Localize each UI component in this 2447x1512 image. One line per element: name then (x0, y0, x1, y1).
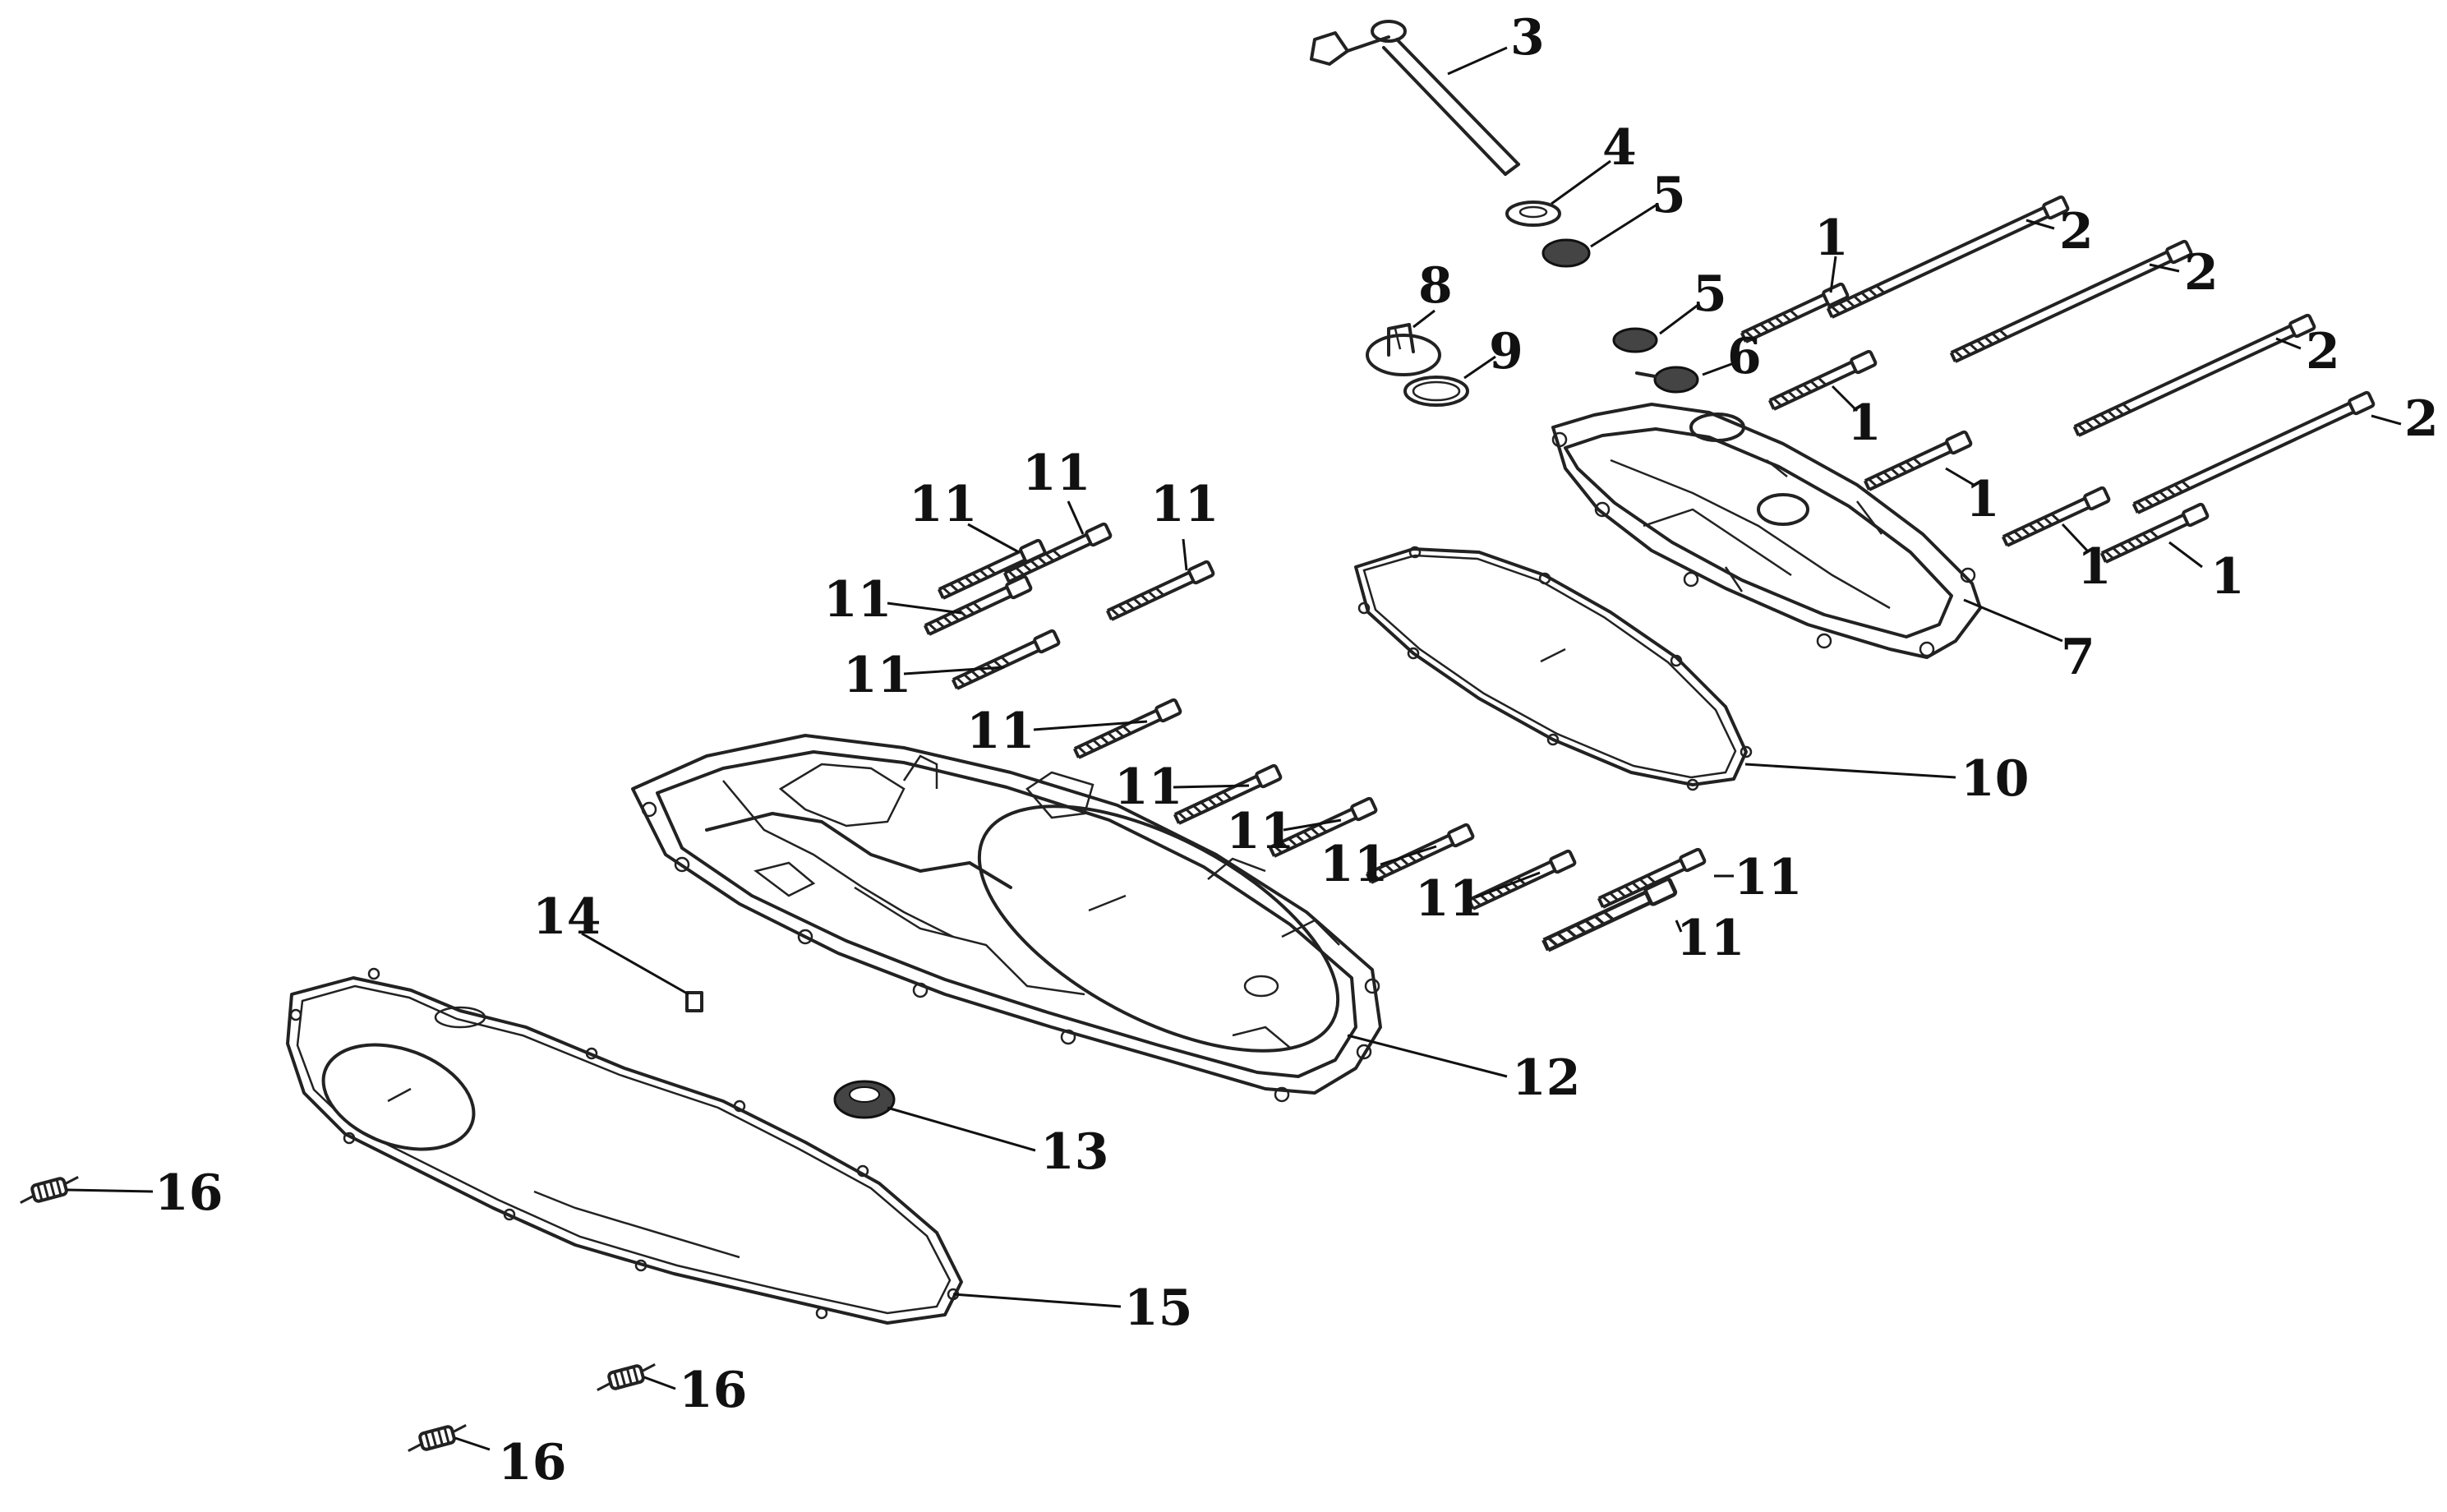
part-9-o-ring (1403, 376, 1469, 407)
label-7: 7 (2061, 629, 2095, 686)
label-11: 11 (1114, 758, 1183, 816)
part-2-long-bolt (2071, 312, 2317, 440)
label-8: 8 (1418, 257, 1453, 315)
label-3: 3 (1510, 9, 1545, 67)
part-5-seal-lower (1612, 327, 1658, 353)
label-11: 11 (1150, 476, 1219, 533)
leader-lines (67, 46, 2402, 1451)
part-8-drain-plug (1366, 323, 1441, 376)
label-14: 14 (532, 888, 601, 946)
part-2-long-bolt (2131, 390, 2376, 517)
part-16-clip-low (403, 1420, 472, 1456)
label-2: 2 (2059, 203, 2094, 260)
part-6-seal (1635, 366, 1699, 394)
label-16: 16 (154, 1164, 224, 1222)
label-9: 9 (1489, 323, 1523, 380)
label-11: 11 (1676, 910, 1745, 967)
label-11: 11 (1022, 445, 1091, 502)
label-11: 11 (1734, 849, 1803, 906)
part-7-clutch-cover (1551, 403, 1982, 659)
label-11: 11 (1320, 836, 1389, 893)
part-11-bolt-long (1542, 878, 1676, 953)
label-11: 11 (843, 647, 912, 704)
part-1-bolt (2099, 501, 2210, 566)
label-1: 1 (2077, 538, 2112, 596)
label-16: 16 (498, 1434, 567, 1491)
part-4-washer (1505, 201, 1561, 227)
label-11: 11 (1226, 803, 1295, 860)
label-1: 1 (1847, 394, 1882, 452)
label-2: 2 (2306, 323, 2340, 380)
label-11: 11 (1415, 870, 1484, 928)
label-11: 11 (823, 571, 892, 629)
label-5: 5 (1693, 265, 1727, 323)
label-16: 16 (679, 1362, 748, 1419)
label-6: 6 (1727, 328, 1762, 385)
label-5: 5 (1652, 167, 1686, 224)
part-11-bolt (1002, 521, 1113, 586)
label-11: 11 (966, 703, 1035, 760)
part-11-bolt (950, 628, 1062, 693)
part-5-seal-upper (1541, 238, 1591, 268)
label-1: 1 (1965, 471, 2000, 528)
label-4: 4 (1602, 119, 1637, 177)
label-2: 2 (2404, 390, 2439, 448)
part-12-crankcase-cover (631, 734, 1382, 1103)
part-3-dipstick (1310, 20, 1520, 176)
label-12: 12 (1512, 1049, 1581, 1107)
label-15: 15 (1124, 1279, 1193, 1337)
label-10: 10 (1961, 750, 2030, 808)
part-2-long-bolt (1825, 194, 2071, 321)
label-1: 1 (1814, 210, 1849, 267)
part-16-clip-mid (592, 1359, 661, 1395)
label-1: 1 (2210, 548, 2245, 606)
part-11-bolt (922, 574, 1034, 638)
part-11-bolt (1104, 559, 1216, 624)
label-2: 2 (2184, 244, 2219, 302)
label-11: 11 (909, 476, 978, 533)
part-15-crankcase-gasket (286, 967, 963, 1325)
part-10-cover-gasket (1354, 546, 1753, 791)
part-14-dowel (685, 991, 703, 1012)
part-11-bolt (1071, 697, 1183, 762)
callout-labels: 1 1 1 1 1 2 2 2 2 3 4 5 5 6 7 8 9 10 11 … (154, 9, 2439, 1491)
part-13-seal (833, 1080, 896, 1119)
label-13: 13 (1040, 1123, 1109, 1181)
